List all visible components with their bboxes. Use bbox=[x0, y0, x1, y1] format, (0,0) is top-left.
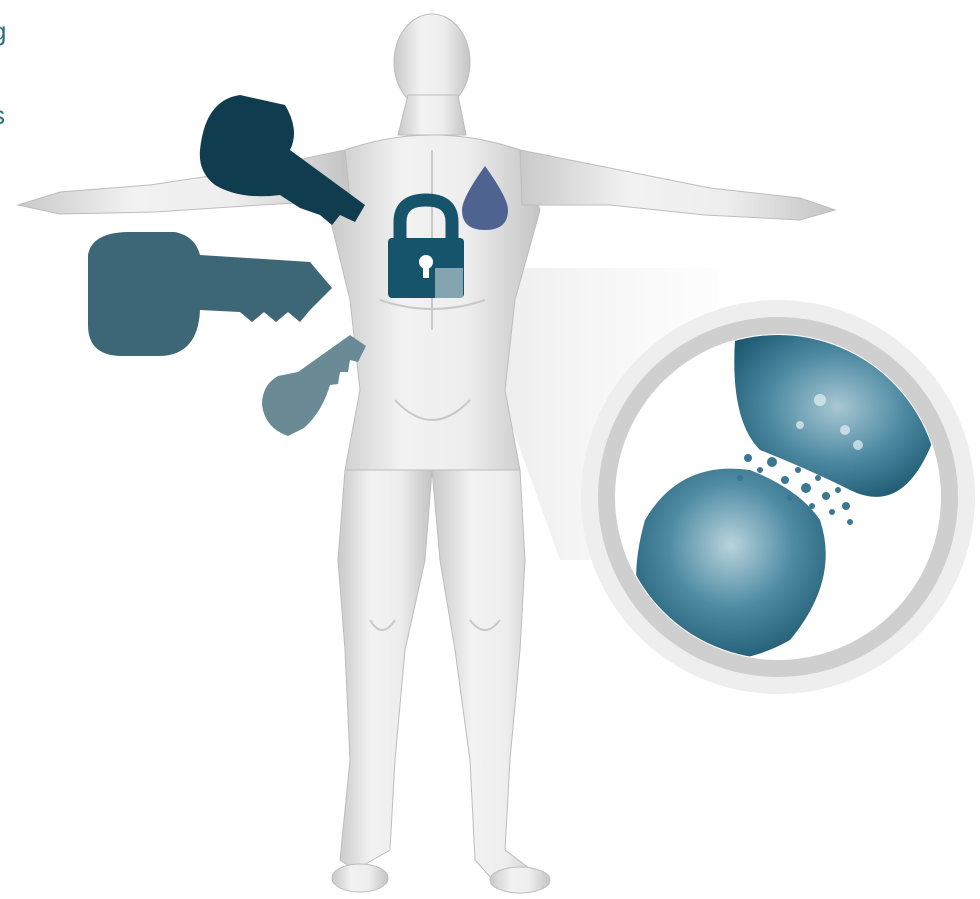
magnified-view bbox=[581, 300, 975, 694]
key-icon bbox=[88, 232, 332, 356]
key-icon bbox=[262, 335, 366, 436]
